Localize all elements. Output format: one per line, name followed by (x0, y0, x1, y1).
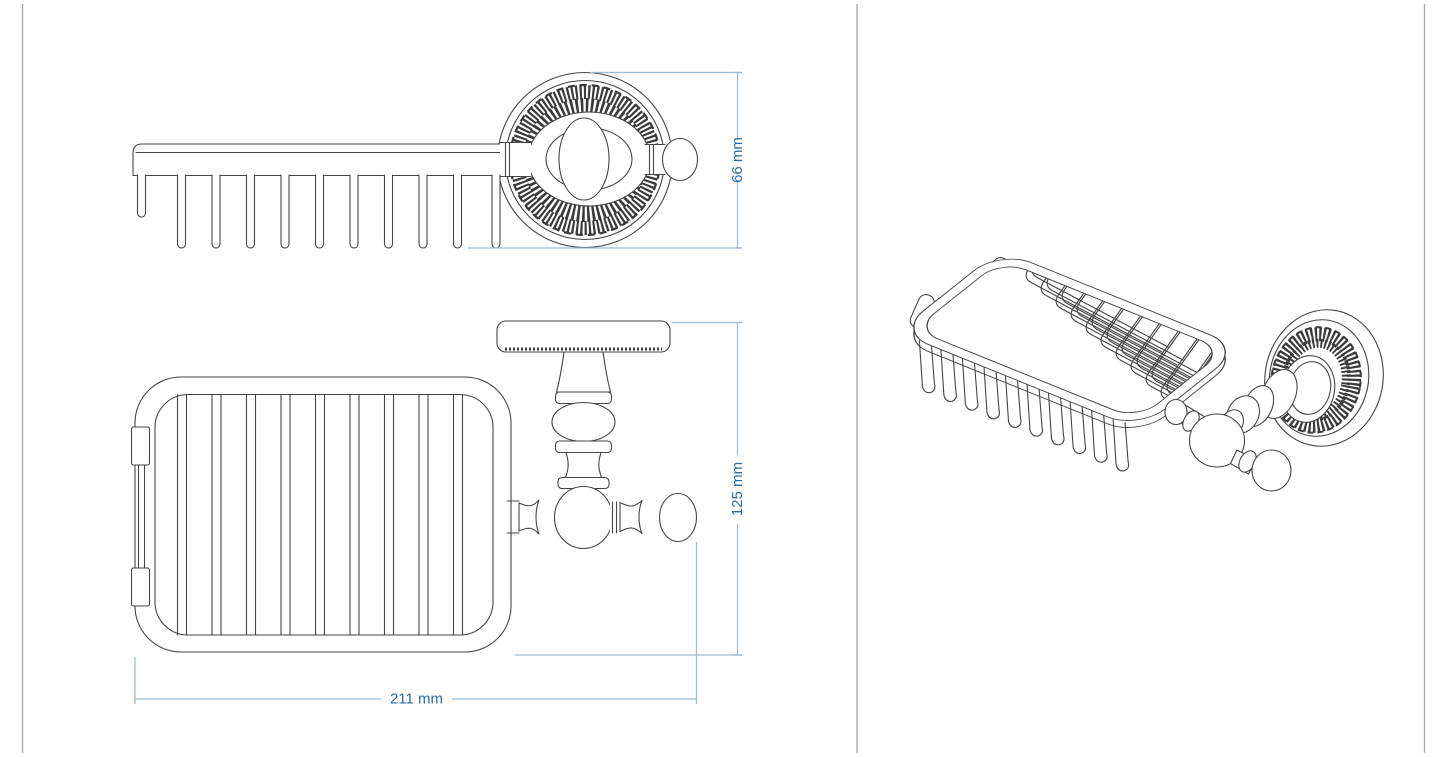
wire-line (1151, 320, 1225, 420)
wire-line (983, 366, 1001, 420)
wire-line (1112, 418, 1130, 472)
wire-line (1106, 281, 1225, 413)
dimensions: 66 mm 125 mm 211 mm (134, 71, 746, 708)
dimension-66mm: 66 mm (468, 71, 746, 249)
wire-line (1055, 259, 1193, 379)
wire-line (1136, 307, 1225, 420)
wire-line (1070, 260, 1208, 392)
arm-knob-iso (1251, 449, 1292, 492)
top-view (130, 320, 698, 653)
wire-line (1026, 383, 1044, 437)
wire-line (211, 174, 221, 249)
wire-line (418, 174, 428, 249)
wire-line (1091, 409, 1108, 463)
wire-line (1115, 299, 1225, 420)
arm-iso (1164, 398, 1292, 492)
wire-line (280, 174, 290, 249)
basket-prongs-side (136, 174, 501, 249)
arm-knob-top (658, 492, 698, 543)
wire-line (918, 340, 936, 394)
wire-line (245, 174, 256, 249)
wire-line (1004, 374, 1022, 428)
wire-line (176, 174, 187, 249)
dimension-125mm: 125 mm (515, 321, 746, 656)
wire-line (1100, 286, 1225, 418)
wire-line (136, 174, 147, 218)
pedestal-top (551, 351, 616, 490)
side-view (132, 71, 699, 249)
wire-line (1040, 259, 1178, 366)
basket-wires-top (176, 393, 464, 636)
mounting-arm-side (499, 111, 699, 207)
dimension-label-211mm: 211 mm (390, 691, 443, 708)
arm-knob-side (661, 137, 699, 182)
basket-rim-iso (913, 258, 1226, 428)
dimension-label-125mm: 125 mm (729, 462, 746, 516)
wire-line (349, 174, 359, 249)
basket-top (130, 376, 512, 653)
isometric-view (909, 257, 1384, 492)
dimension-label-66mm: 66 mm (729, 137, 746, 183)
wire-line (1145, 325, 1225, 420)
wire-line (314, 174, 325, 249)
arm-top (506, 485, 698, 550)
wire-line (383, 174, 394, 249)
wire-line (961, 357, 979, 411)
wire-line (1061, 259, 1199, 374)
wire-line (1076, 259, 1214, 387)
wire-line (1069, 400, 1087, 455)
wire-line (1130, 312, 1225, 420)
wire-line (1091, 268, 1225, 400)
hanger-clips-top (130, 426, 151, 607)
wire-line (940, 348, 957, 402)
basket-front-wires-iso (918, 340, 1130, 472)
dimension-211mm: 211 mm (134, 542, 698, 708)
wire-line (491, 174, 501, 249)
wire-line (452, 174, 463, 249)
wire-line (1047, 392, 1065, 446)
wire-line (1085, 273, 1223, 405)
panel-dividers (21, 4, 1426, 753)
wire-line (1121, 294, 1225, 420)
basket-rail-side (132, 143, 506, 177)
wall-plate-top (496, 320, 671, 353)
